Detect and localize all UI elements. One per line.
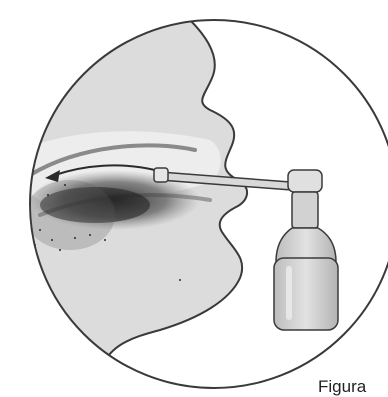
spray-mist-outer xyxy=(25,180,115,250)
figure-caption: Figura xyxy=(318,378,366,395)
